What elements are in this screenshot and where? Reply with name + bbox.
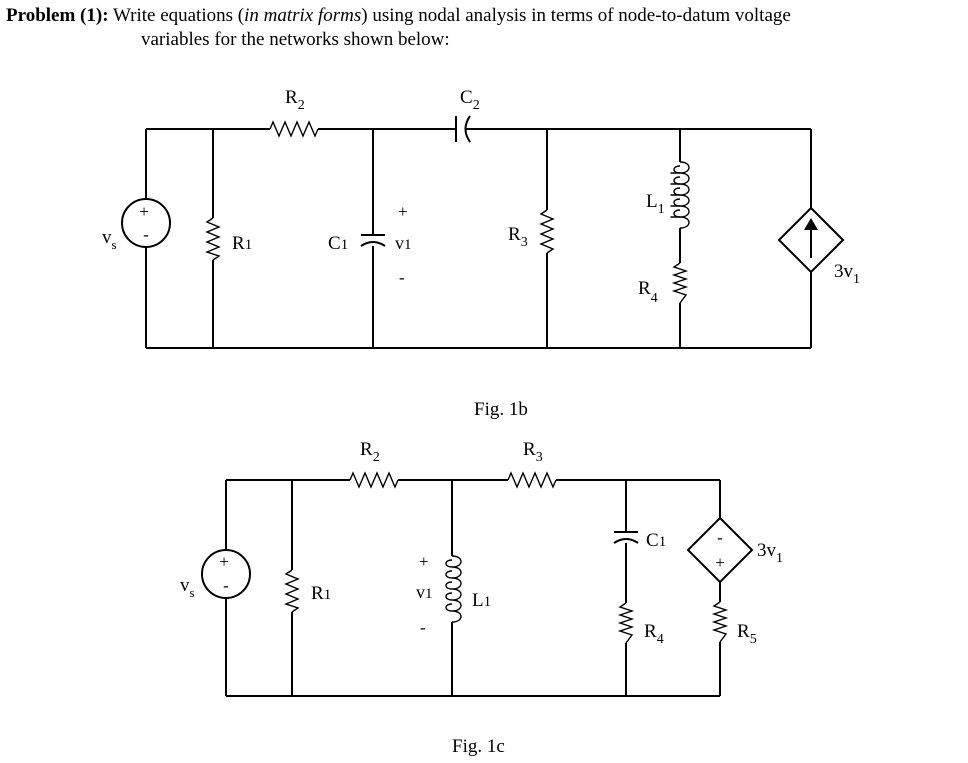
fig1b-capacitor-c2-plate2 — [464, 115, 471, 143]
fig1c-c1-label: C1 — [646, 530, 666, 551]
fig1b-v1-label: v1 — [395, 233, 412, 253]
fig-1b: + - vs R1 R2 C2 C1 + v1 - R3 L1 R4 3v1 F… — [102, 87, 860, 420]
fig1b-r4-label: R4 — [638, 278, 658, 306]
fig1c-resistor-r4 — [617, 602, 635, 644]
fig1b-dep-arrow-head — [804, 218, 818, 230]
fig1c-l1-label: L1 — [472, 590, 491, 611]
fig1b-dep-label: 3v1 — [834, 261, 860, 287]
fig1b-resistor-r4 — [671, 262, 689, 304]
fig1c-r2-label: R2 — [360, 439, 380, 465]
fig1b-vs-main: v — [102, 227, 112, 248]
fig1b-r1-label: R1 — [232, 233, 252, 254]
fig1c-r1-label: R1 — [311, 583, 331, 604]
problem-label: Problem (1): — [6, 5, 109, 26]
fig1b-c1-label: C1 — [328, 233, 348, 254]
fig1b-c2-label: C2 — [460, 87, 480, 113]
fig1b-inductor-l1-loops — [673, 165, 681, 218]
fig1c-r4-label: R4 — [644, 621, 664, 647]
fig1c-r5-label: R5 — [737, 621, 757, 647]
problem-line2: variables for the networks shown below: — [141, 29, 450, 50]
fig1c-v1-label: v1 — [416, 582, 433, 602]
fig1c-resistor-r2 — [349, 471, 399, 489]
fig1c-source-label: vs — [180, 575, 195, 600]
fig1c-source-minus: - — [223, 576, 229, 595]
fig1b-capacitor-c1-plate2 — [360, 241, 386, 247]
fig1c-v1-minus: - — [420, 618, 426, 637]
fig1c-inductor-l1 — [451, 555, 462, 623]
fig1b-r2-label: R2 — [285, 87, 305, 113]
problem-text-italic: in matrix forms — [244, 5, 362, 26]
fig1c-dep-label: 3v1 — [757, 540, 783, 566]
fig1b-resistor-r1 — [205, 217, 221, 261]
fig1c-dep-minus: - — [717, 528, 723, 547]
problem-text-b: ) using nodal analysis in terms of node-… — [361, 5, 791, 26]
fig1c-capacitor-c1-plate2 — [613, 538, 639, 544]
fig1c-resistor-r3 — [507, 471, 557, 489]
fig1b-dependent-current-source — [777, 206, 845, 274]
fig1b-v1-minus: - — [399, 268, 405, 287]
fig1b-source-label: vs — [102, 227, 117, 252]
fig1c-voltage-source — [201, 549, 251, 599]
fig1c-r3-label: R3 — [523, 439, 543, 465]
fig-1c: + - vs R1 R2 R3 + v1 - L1 C1 R4 R5 - + 3… — [180, 439, 783, 757]
fig1c-source-plus: + — [219, 552, 229, 571]
fig1b-resistor-r3 — [539, 209, 555, 254]
fig1c-resistor-r1 — [284, 569, 300, 613]
fig1b-source-minus: - — [143, 225, 149, 244]
fig1c-dependent-voltage-source — [686, 516, 754, 584]
fig1c-resistor-r5 — [711, 601, 729, 643]
fig1b-resistor-r2 — [269, 120, 319, 138]
fig1b-r3-label: R3 — [508, 224, 528, 250]
problem-text-a: Write equations ( — [108, 5, 245, 26]
fig1b-vs-sub: s — [112, 237, 117, 252]
problem-statement: Problem (1): Write equations (in matrix … — [6, 4, 964, 52]
fig1c-inductor-l1-loops — [445, 559, 453, 612]
fig1b-v1-plus: + — [398, 202, 408, 221]
fig1c-v1-plus: + — [419, 552, 429, 571]
fig1c-caption: Fig. 1c — [452, 736, 505, 757]
fig1c-dep-plus: + — [715, 553, 725, 572]
fig1b-caption: Fig. 1b — [474, 399, 528, 420]
fig1b-voltage-source — [121, 198, 171, 248]
fig1b-source-plus: + — [139, 202, 149, 221]
fig1b-l1-label: L1 — [646, 191, 665, 217]
